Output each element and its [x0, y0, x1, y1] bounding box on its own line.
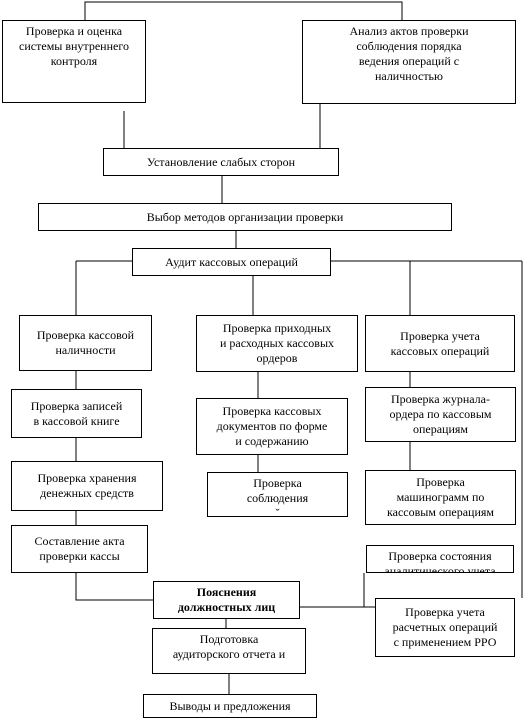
conclusions-box: Выводы и предложения [143, 694, 317, 718]
cashbook-check-box: Проверка записей в кассовой книге [11, 389, 142, 438]
settlements-check-box: Проверка учета расчетных операций с прим… [375, 598, 515, 657]
orders-check-box: Проверка приходных и расходных кассовых … [196, 315, 358, 372]
acts-analysis-box: Анализ актов проверки соблюдения порядка… [302, 20, 516, 104]
accounting-check-box: Проверка учета кассовых операций [365, 315, 515, 372]
internal-control-box: Проверка и оценка системы внутреннего ко… [2, 20, 146, 103]
explanations-box: Пояснения должностных лиц [153, 581, 300, 619]
act-box: Составление акта проверки кассы [11, 525, 148, 573]
methods-box: Выбор методов организации проверки [38, 203, 452, 231]
compliance-check-box: Проверка соблюдения ˇ [207, 472, 348, 517]
storage-check-box: Проверка хранения денежных средств [11, 461, 163, 511]
docs-check-box: Проверка кассовых документов по форме и … [196, 398, 348, 455]
audit-box: Аудит кассовых операций [132, 248, 331, 276]
cash-check-box: Проверка кассовой наличности [19, 315, 152, 371]
machinegram-check-box: Проверка машинограмм по кассовым операци… [365, 470, 516, 525]
report-box: Подготовка аудиторского отчета и [152, 628, 306, 674]
journal-check-box: Проверка журнала- ордера по кассовым опе… [365, 387, 516, 442]
weak-points-box: Установление слабых сторон [103, 148, 339, 176]
analytics-check-box: Проверка состояния аналитического учета [366, 545, 514, 573]
